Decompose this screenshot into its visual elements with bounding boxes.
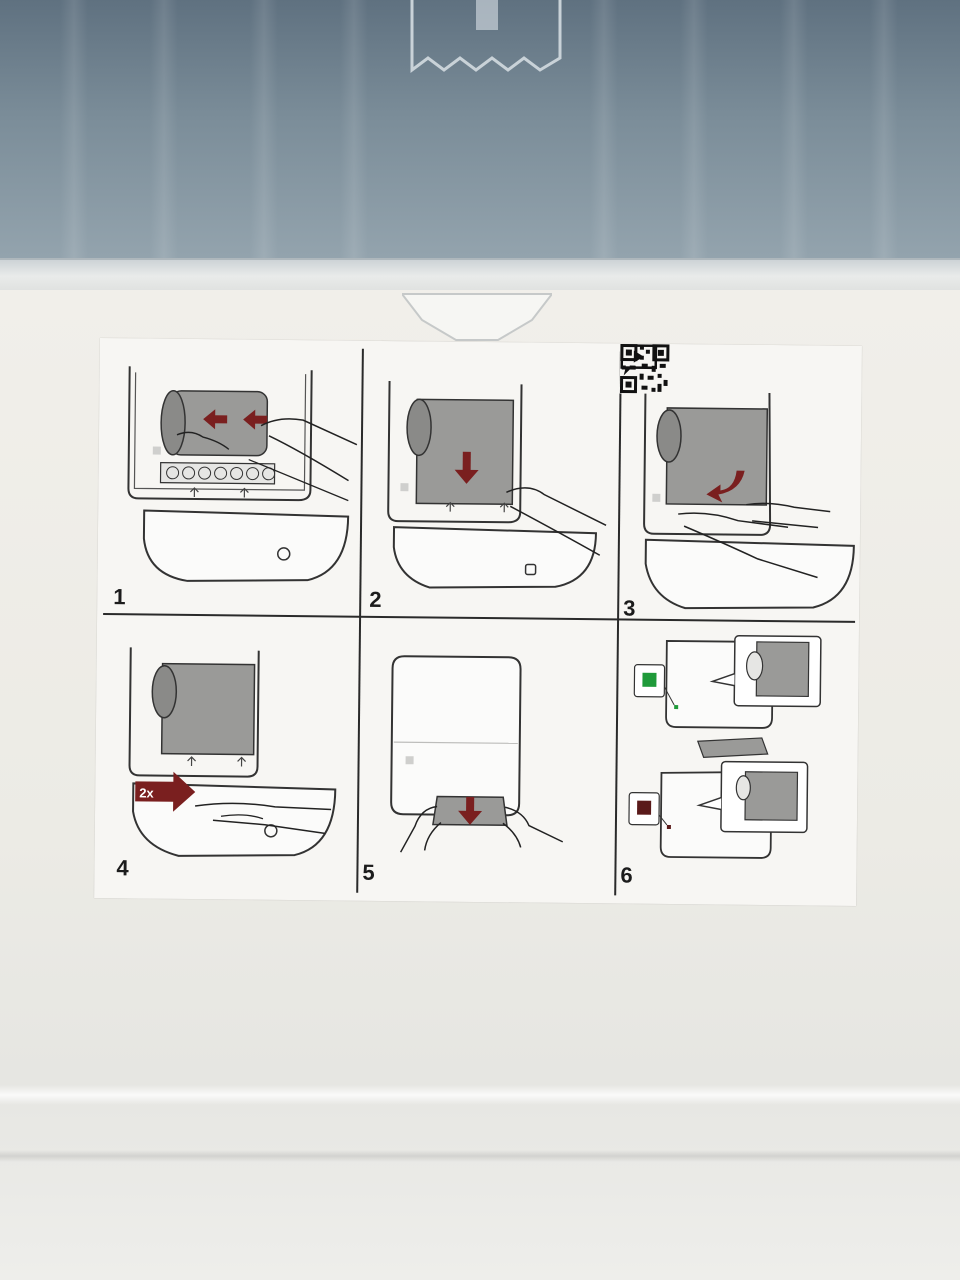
step-4-illustration: 2x <box>128 647 337 857</box>
step-number-2: 2 <box>369 586 382 612</box>
step-panel-5: 5 <box>356 618 617 896</box>
step-number-3: 3 <box>623 595 636 621</box>
step-4-badge: 2x <box>139 785 154 800</box>
step-2-illustration <box>387 381 607 589</box>
step-panel-2: 2 <box>359 341 620 619</box>
dispenser-tinted-window <box>0 0 960 262</box>
step-6-illustration <box>628 634 822 859</box>
step-5-illustration <box>390 655 564 853</box>
step-number-4: 4 <box>116 855 129 881</box>
cover-reflection <box>0 1085 960 1105</box>
step-panel-4: 2x 4 <box>94 615 359 893</box>
indicator-light-icon <box>642 672 657 687</box>
video-play-icon[interactable] <box>620 343 658 377</box>
indicator-light-icon <box>637 800 652 815</box>
step-number-5: 5 <box>362 859 375 885</box>
step-3-illustration <box>643 391 855 610</box>
step-number-1: 1 <box>113 584 126 610</box>
step-panel-6: 6 <box>614 620 859 898</box>
step-1-illustration <box>127 366 358 582</box>
cover-rim <box>0 258 960 296</box>
step-panel-1: 1 <box>97 338 362 616</box>
instruction-sticker: 1 2 <box>94 338 862 906</box>
cover-reflection <box>0 1150 960 1162</box>
cover-tab <box>402 293 552 341</box>
towel-symbol-icon <box>410 0 562 73</box>
step-panel-3: 3 <box>617 343 862 621</box>
step-number-6: 6 <box>620 862 633 888</box>
